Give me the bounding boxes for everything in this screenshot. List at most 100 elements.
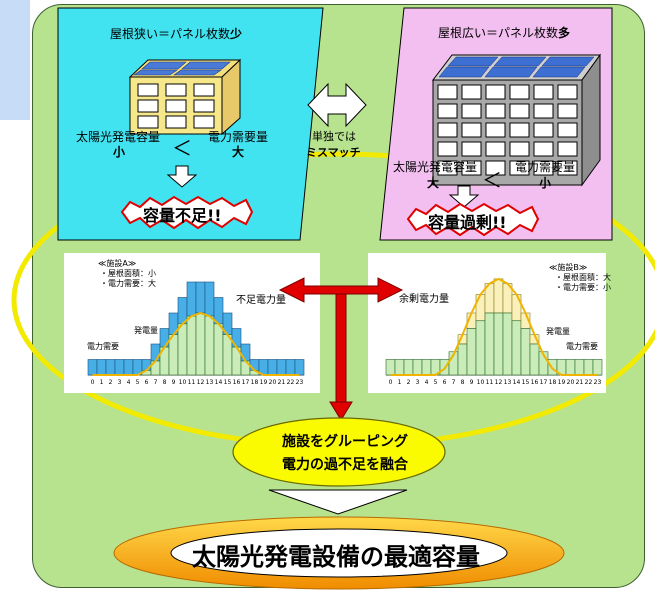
window [437,141,458,157]
window [461,122,482,138]
x-tick-label: 22 [287,379,295,386]
x-tick-label: 11 [486,379,494,386]
x-tick-label: 7 [154,379,158,386]
window [437,103,458,119]
window [557,103,578,119]
corner-strip [0,0,30,120]
x-tick-label: 1 [398,379,402,386]
x-tick-label: 10 [477,379,485,386]
generation-curve [390,277,598,376]
right-demand-label: 電力需要量 [515,160,576,174]
x-tick-label: 5 [136,379,140,386]
x-tick-label: 11 [188,379,196,386]
x-tick-label: 5 [434,379,438,386]
x-tick-label: 14 [513,379,521,386]
x-tick-label: 12 [197,379,205,386]
chart-b-demand-label: 電力需要 [566,342,598,351]
x-tick-label: 12 [495,379,503,386]
window [557,122,578,138]
x-tick-label: 23 [296,379,304,386]
window [461,84,482,100]
window [509,141,530,157]
x-tick-label: 6 [145,379,149,386]
x-tick-label: 20 [567,379,575,386]
left-comparator: ＜ [172,136,192,160]
grouping-line2: 電力の過不足を融合 [282,457,408,473]
window [509,84,530,100]
x-tick-label: 9 [470,379,474,386]
left-header-suffix: 少 [230,27,243,41]
window [533,84,554,100]
window [461,160,482,176]
left-header: 屋根狭い＝パネル枚数少 [110,25,242,42]
left-capacity-value: 小 [113,145,126,159]
window [557,160,578,176]
down-arrow-icon [166,165,198,188]
x-tick-label: 19 [260,379,268,386]
chart-b-note2: ・電力需要：小 [555,283,611,292]
shortage-burst [120,195,254,230]
right-comparator: ＜ [482,168,502,192]
window [461,103,482,119]
right-capacity-label: 太陽光発電容量 [393,160,478,174]
result-text: 太陽光発電設備の最適容量 [192,543,480,571]
x-tick-label: 7 [452,379,456,386]
x-tick-label: 14 [215,379,223,386]
right-demand-value: 小 [539,176,552,190]
window [437,122,458,138]
x-tick-label: 0 [91,379,95,386]
left-demand-label: 電力需要量 [208,130,269,144]
right-header-suffix: 多 [558,26,571,40]
small-building-icon [128,58,242,136]
chart-a-note1: ・屋根面積：小 [100,269,156,278]
window [485,122,506,138]
x-tick-label: 15 [522,379,530,386]
x-tick-label: 4 [127,379,131,386]
grouping-ellipse [232,417,446,487]
x-tick-label: 16 [531,379,539,386]
window [485,103,506,119]
x-tick-label: 3 [118,379,122,386]
x-tick-label: 15 [224,379,232,386]
x-tick-label: 17 [540,379,548,386]
x-tick-label: 21 [576,379,584,386]
x-tick-label: 1 [100,379,104,386]
x-tick-label: 2 [109,379,113,386]
chart-b-note1: ・屋根面積：大 [555,273,611,282]
window [509,160,530,176]
x-tick-label: 21 [278,379,286,386]
window [533,103,554,119]
window [485,84,506,100]
window [437,84,458,100]
large-building-icon [431,53,601,187]
chart-b-generation-label: 発電量 [546,327,570,336]
x-tick-label: 20 [269,379,277,386]
grouping-line1: 施設をグルーピング [282,434,408,450]
x-tick-label: 8 [461,379,465,386]
right-header-prefix: 屋根広い＝パネル枚数 [438,26,559,40]
window [557,84,578,100]
chart-a-shortage-label: 不足電力量 [236,295,286,306]
x-tick-label: 9 [172,379,176,386]
x-tick-label: 16 [233,379,241,386]
x-tick-label: 18 [549,379,557,386]
window [461,141,482,157]
x-tick-label: 0 [389,379,393,386]
right-header: 屋根広い＝パネル枚数多 [438,24,570,41]
x-tick-label: 3 [416,379,420,386]
left-badge: 容量不足!! [143,206,222,225]
window [509,122,530,138]
window [533,122,554,138]
window [485,141,506,157]
chart-a-title: ≪施設A≫ [98,259,137,268]
x-tick-label: 8 [163,379,167,386]
x-tick-label: 2 [407,379,411,386]
